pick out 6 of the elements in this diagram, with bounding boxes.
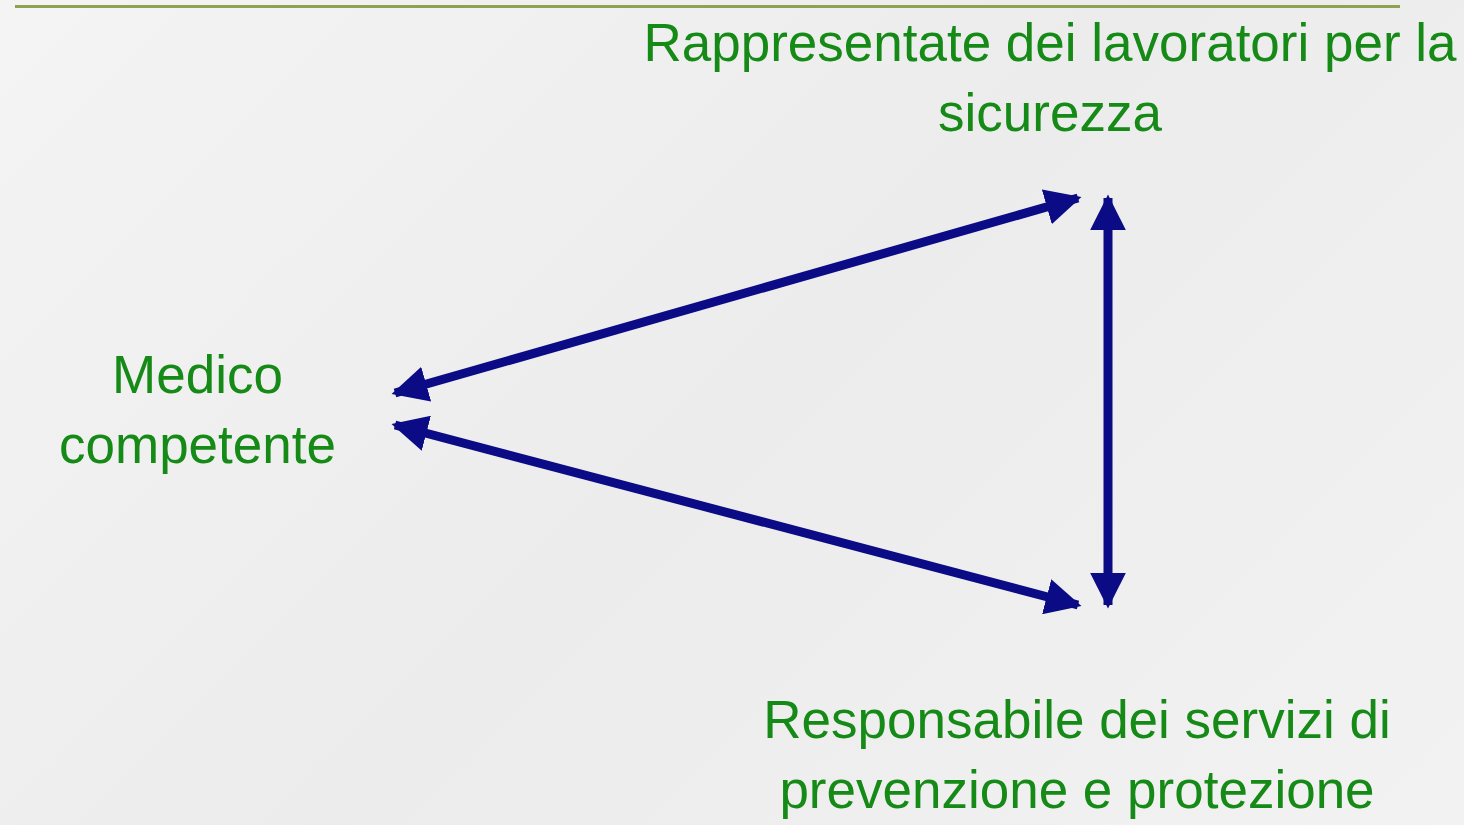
node-label: Medico competente	[58, 344, 337, 476]
node-label: Rappresentate dei lavoratori per la sicurezza	[642, 12, 1458, 144]
double-arrow	[1090, 194, 1126, 609]
node-label: Responsabile dei servizi di prevenzione e protezione	[762, 689, 1392, 821]
double-arrow	[391, 415, 1082, 615]
double-arrow	[391, 189, 1082, 402]
